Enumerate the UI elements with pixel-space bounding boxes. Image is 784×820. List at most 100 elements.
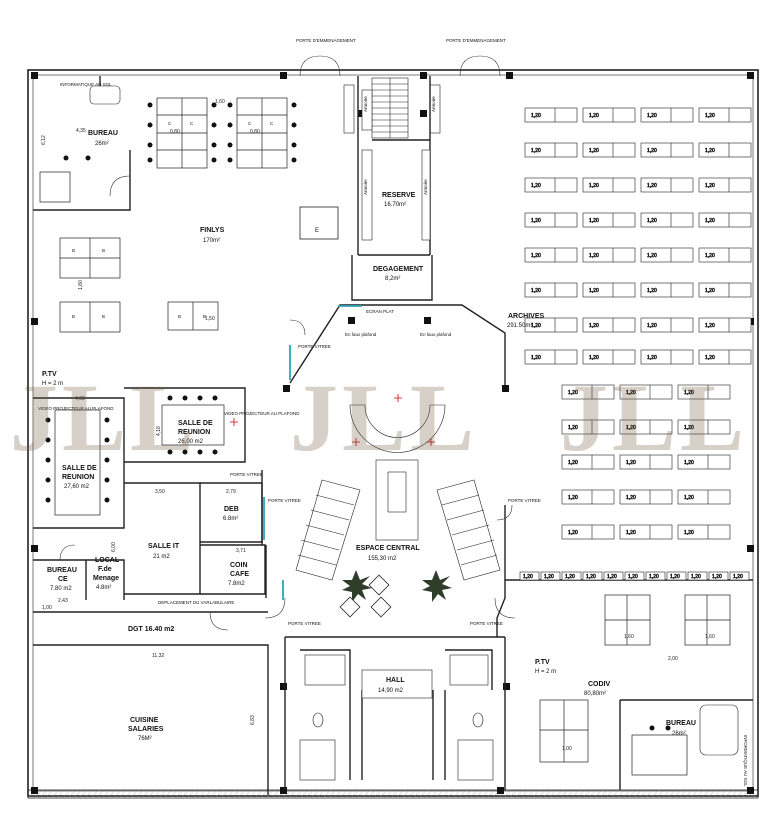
shelf-dimension: 1,20 bbox=[705, 288, 715, 294]
shelf-dimension: 1,20 bbox=[589, 148, 599, 154]
room-name: Menage bbox=[93, 575, 119, 582]
shelf-dimension: 1,20 bbox=[705, 355, 715, 361]
room-name: FINLYS bbox=[200, 227, 225, 234]
shelf-dimension: 1,20 bbox=[647, 113, 657, 119]
markers bbox=[230, 394, 435, 446]
watermark-text: JLL bbox=[560, 364, 748, 471]
shelf-unit bbox=[640, 349, 694, 365]
dimension: 1,60 bbox=[705, 634, 715, 640]
shelf-dimension: 1,20 bbox=[568, 460, 578, 466]
shelf-dimension: 1,20 bbox=[647, 253, 657, 259]
outer-walls bbox=[27, 69, 759, 799]
shelf-unit bbox=[524, 317, 578, 333]
shelf-unit bbox=[619, 419, 673, 435]
room-area: H = 2 m bbox=[535, 669, 556, 675]
room-area: 14,90 m2 bbox=[378, 688, 404, 694]
desk-letter: B bbox=[203, 314, 206, 319]
room-area: 4.8m² bbox=[96, 585, 111, 591]
shelf-dimension: 1,20 bbox=[626, 425, 636, 431]
dimension: 3,71 bbox=[236, 548, 246, 554]
shelf-unit bbox=[698, 349, 752, 365]
shelf-unit bbox=[640, 317, 694, 333]
shelf-unit bbox=[677, 384, 731, 400]
shelf-dimension: 1,20 bbox=[705, 148, 715, 154]
room-area: 80,80m² bbox=[584, 691, 606, 697]
watermark: JLL JLL JLL bbox=[10, 364, 748, 471]
dimension: 1,50 bbox=[205, 316, 215, 322]
dimension: 4,00 bbox=[75, 396, 85, 402]
central-tables bbox=[339, 574, 392, 618]
finlys-desks bbox=[39, 97, 731, 776]
electrical-cabinet bbox=[299, 206, 339, 240]
shelf-dimension: 1,20 bbox=[684, 390, 694, 396]
shelf-dimension: 1,20 bbox=[647, 183, 657, 189]
shelf-unit bbox=[524, 142, 578, 158]
dimension: 1,60 bbox=[215, 99, 225, 105]
projector-label: VIDEO PROJECTEUR AU PLAFOND bbox=[38, 406, 114, 411]
room-name: P.TV bbox=[42, 371, 57, 378]
shelf-unit bbox=[524, 247, 578, 263]
shelf-unit bbox=[582, 282, 636, 298]
armoire-label: Armoire bbox=[363, 179, 368, 195]
door-swings bbox=[59, 55, 516, 631]
shelf-dimension: 1,20 bbox=[647, 355, 657, 361]
shelf-dimension: 1,20 bbox=[531, 253, 541, 259]
central-stairs bbox=[295, 404, 501, 581]
shelf-dimension: 1,20 bbox=[531, 218, 541, 224]
room-name: DGT 16.40 m2 bbox=[128, 626, 174, 633]
shelf-dimension: 1,20 bbox=[626, 495, 636, 501]
shelf-unit bbox=[677, 489, 731, 505]
room-area: 170m² bbox=[203, 238, 220, 244]
desk-letter: B bbox=[102, 248, 105, 253]
shelf-dimension: 1,20 bbox=[670, 574, 680, 580]
shelf-dimension: 1,20 bbox=[647, 218, 657, 224]
room-name: LOCAL bbox=[95, 557, 120, 564]
room-name: CE bbox=[58, 576, 68, 583]
shelf-dimension: 1,20 bbox=[649, 574, 659, 580]
shelf-unit bbox=[519, 571, 540, 581]
room-name: SALLE IT bbox=[148, 543, 180, 550]
shelf-unit bbox=[687, 571, 708, 581]
shelf-unit bbox=[677, 524, 731, 540]
door-label: PORTE VITREE bbox=[288, 621, 321, 626]
dimension: 1,00 bbox=[42, 605, 52, 611]
ceiling-label: En faux plafond bbox=[345, 332, 377, 337]
room-area: 27,60 m2 bbox=[64, 484, 90, 490]
shelf-unit bbox=[698, 212, 752, 228]
room-area: 26,00 m2 bbox=[178, 439, 204, 445]
shelf-unit bbox=[561, 384, 615, 400]
shelf-dimension: 1,20 bbox=[589, 355, 599, 361]
shelf-dimension: 1,20 bbox=[589, 253, 599, 259]
dimension: 2,00 bbox=[668, 656, 678, 662]
room-labels: BUREAU 26m² INFORMATIQUE AU SOL FINLYS 1… bbox=[42, 82, 748, 787]
shelf-unit bbox=[640, 177, 694, 193]
room-name: DEGAGEMENT bbox=[373, 266, 424, 273]
room-name: HALL bbox=[386, 677, 405, 684]
shelf-dimension: 1,20 bbox=[684, 530, 694, 536]
shelf-unit bbox=[561, 454, 615, 470]
shelf-unit bbox=[582, 317, 636, 333]
dimension: 1,80 bbox=[78, 280, 84, 290]
shelf-dimension: 1,20 bbox=[607, 574, 617, 580]
desk-letter: B bbox=[102, 314, 105, 319]
door-label: PORTE D'EMMENAGEMENT bbox=[446, 38, 506, 43]
dimension: 0,80 bbox=[170, 129, 180, 135]
dimensions: 4,35 6,12 1,60 0,80 0,80 4,00 4,18 3,50 … bbox=[41, 99, 715, 752]
shelf-dimension: 1,20 bbox=[626, 530, 636, 536]
room-area: 291.50m² bbox=[507, 323, 532, 329]
shelf-dimension: 1,20 bbox=[544, 574, 554, 580]
door-label: PORTE D'EMMENAGEMENT bbox=[296, 38, 356, 43]
archive-shelves: 1,20 1,20 1,20 1,20 1,20 1,20 1,20 1,20 1,20 1,20… bbox=[519, 107, 752, 581]
shelf-unit bbox=[582, 247, 636, 263]
shelf-unit bbox=[524, 107, 578, 123]
shelf-dimension: 1,20 bbox=[523, 574, 533, 580]
door-label: PORTE VITREE bbox=[508, 498, 541, 503]
room-area: 8,2m² bbox=[385, 276, 400, 282]
shelf-unit bbox=[619, 524, 673, 540]
dimension: 0,80 bbox=[250, 129, 260, 135]
room-area: H = 2 m bbox=[42, 381, 63, 387]
shelf-unit bbox=[698, 282, 752, 298]
shelf-dimension: 1,20 bbox=[531, 355, 541, 361]
room-name: CAFE bbox=[230, 571, 249, 578]
shelf-unit bbox=[524, 282, 578, 298]
